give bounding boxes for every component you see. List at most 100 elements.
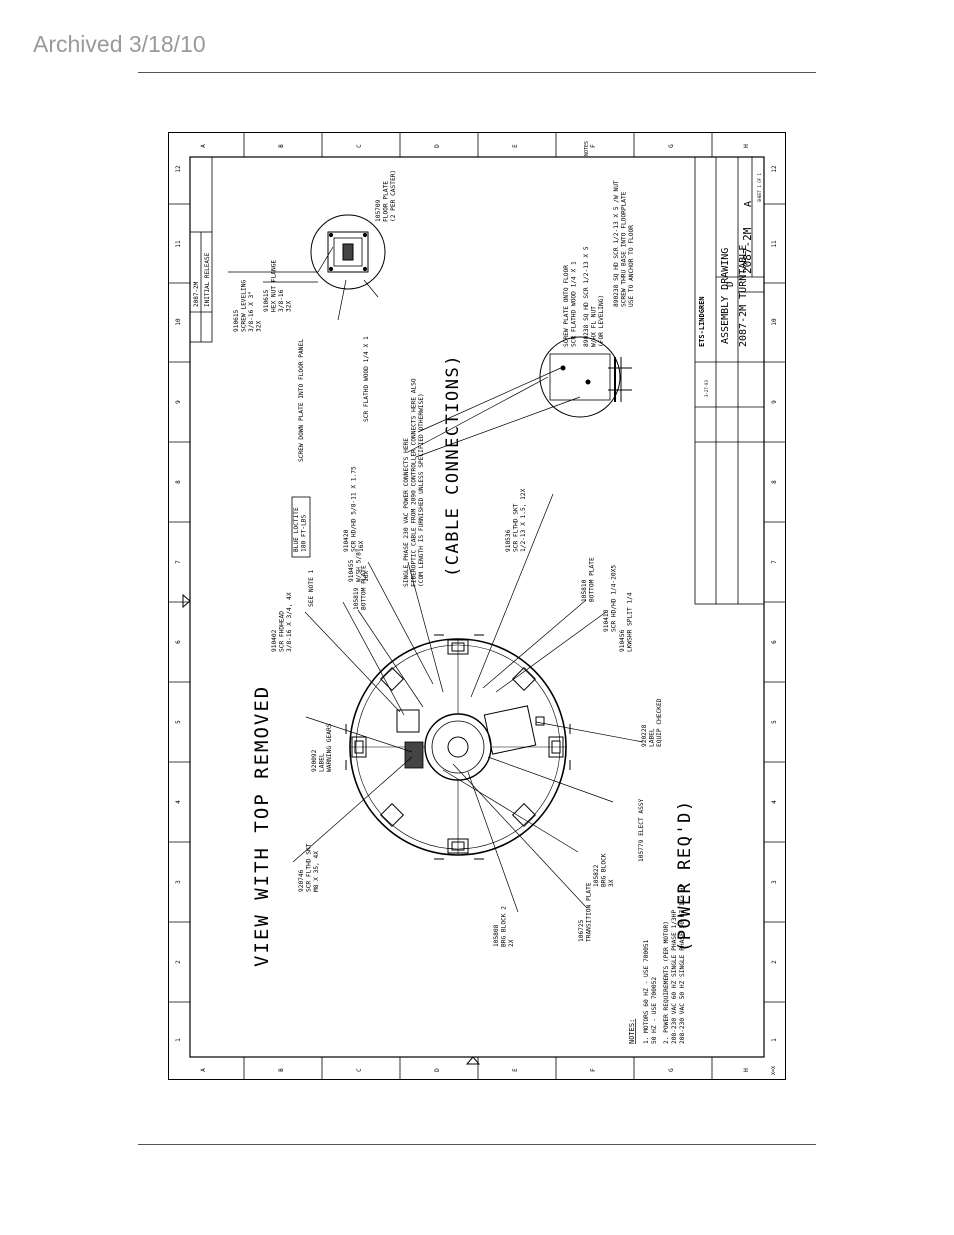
callout-line: 910456 — [619, 629, 626, 652]
floor-plate-detail — [310, 214, 386, 290]
callout-line: 910418 — [603, 609, 610, 632]
callout-line: 105709 — [375, 199, 382, 222]
callout-line: 106725 — [578, 919, 585, 942]
callout-line: TRANSITION PLATE — [586, 882, 593, 942]
title-block-drawing-number: 2087-2M — [741, 227, 754, 274]
zone-number-right: 7 — [771, 560, 778, 564]
zone-number-left: 2 — [175, 960, 182, 964]
zone-number-right: 11 — [771, 240, 778, 248]
callout-line: SCR FHDHEAD — [279, 611, 286, 652]
callout-line: 32X — [286, 301, 293, 312]
zone-number-right: 9 — [771, 400, 778, 404]
zone-letter-bottom: H — [743, 1068, 750, 1072]
anchor-detail — [539, 336, 632, 418]
callout-line: SCR FLTHD SKT — [513, 503, 520, 552]
callout-line: USE TO ANCHOR TO FLOOR — [628, 225, 635, 307]
notes-line: 208-230 VAC 50 HZ SINGLE PHASE 50 HZ 1/3… — [679, 884, 686, 1044]
zone-letter-bottom: E — [512, 1068, 519, 1072]
callout-line: W/SH 5/8" — [356, 548, 363, 582]
callout-line: 910615 — [263, 289, 270, 312]
zone-letter-bottom: C — [356, 1068, 363, 1072]
callout-line: 105808 — [493, 924, 500, 947]
zone-number-right: 10 — [771, 318, 778, 326]
notes-line: 208-230 VAC 60 HZ SINGLE PHASE 1/3HP — [671, 910, 678, 1044]
callout-line: SEE NOTE 1 — [308, 569, 315, 607]
zone-number-right: 3 — [771, 880, 778, 884]
callout-line: (2 PER CASTER) — [390, 170, 397, 222]
callout-line: FIBEROPTIC CABLE FROM 2090 CONTROLLER CO… — [411, 378, 418, 587]
zone-number-left: 9 — [175, 400, 182, 404]
zone-letter-bottom: D — [434, 1068, 441, 1072]
zone-number-left: 6 — [175, 640, 182, 644]
notes-line: 1. MOTORS 60 HZ - USE 700051 — [643, 939, 650, 1044]
view-title-cable-connections: (CABLE CONNECTIONS) — [443, 354, 463, 577]
view-title-power-reqd: (POWER REQ'D) — [675, 799, 695, 952]
zone-letter-bottom: G — [668, 1068, 675, 1072]
scale-mark: X=X — [771, 1066, 777, 1075]
callout-line: 910615 — [233, 309, 240, 332]
title-block-size: D — [726, 282, 736, 287]
callout-line: LABEL — [649, 728, 656, 747]
callout-line: 32X — [256, 321, 263, 332]
callout-line: 3/8-16 X 3/4, 4X — [286, 592, 293, 652]
callout-c9: SINGLE PHASE 230 VAC POWER CONNECTS HERE… — [403, 378, 425, 587]
zone-number-right: 2 — [771, 960, 778, 964]
callout-line: 3X — [608, 879, 615, 887]
zone-number-left: 1 — [175, 1038, 182, 1042]
view-title-top-removed: VIEW WITH TOP REMOVED — [251, 685, 273, 967]
callout-line: SCR FLATHD WOOD 1/4 X 1 — [363, 336, 370, 422]
callout-c3: SCREW DOWN PLATE INTO FLOOR PANEL — [298, 339, 305, 462]
callout-line: (COM LENGTH IS FURNISHED UNLESS SPECIFIE… — [418, 393, 425, 587]
turntable-top-view — [345, 634, 571, 860]
callout-line: 3/8-16 — [278, 289, 285, 312]
title-block — [189, 156, 765, 605]
callout-line: 890238 SQ HD SCR 1/2-13 X 5 /W NUT — [613, 180, 620, 307]
zone-letter-top: F — [590, 144, 597, 148]
center-mark-bottom — [465, 1056, 481, 1065]
title-block-date: 3-27-03 — [704, 380, 709, 397]
callout-line: SINGLE PHASE 230 VAC POWER CONNECTS HERE — [403, 438, 410, 587]
callout-line: SCR FLTHD SKT — [306, 843, 313, 892]
zone-letter-bottom: A — [200, 1068, 207, 1072]
zone-number-left: 8 — [175, 480, 182, 484]
zone-number-right: 8 — [771, 480, 778, 484]
title-block-company: ETS-LINDGREN — [698, 296, 706, 347]
callout-line: W/HX FL NUT — [591, 306, 598, 347]
callout-line: 105819 — [353, 587, 360, 610]
callout-line: SCR HD/HD 1/4-20X5 — [611, 565, 618, 632]
callout-line: 910536 — [505, 529, 512, 552]
title-block-sheet: SHEET 1 OF 1 — [757, 173, 762, 202]
header-divider — [138, 72, 816, 73]
callout-line: 105822 — [593, 864, 600, 887]
title-block-title-line1: ASSEMBLY DRAWING — [720, 248, 731, 344]
callout-line: 910455 — [348, 559, 355, 582]
center-mark-top — [182, 593, 191, 609]
callout-line: BLUE LOCTITE — [293, 507, 300, 552]
archived-date-header: Archived 3/18/10 — [33, 31, 206, 57]
callout-line: 105810 — [581, 579, 588, 602]
zone-letter-top: G — [668, 144, 675, 148]
callout-line: 16X — [358, 541, 365, 552]
notes-block: NOTES:1. MOTORS 60 HZ - USE 700051 50 HZ… — [628, 884, 686, 1044]
zone-number-left: 3 — [175, 880, 182, 884]
zone-letter-top: E — [512, 144, 519, 148]
title-block-revision: A — [743, 201, 754, 207]
callout-line: BRG BLOCK 2 — [501, 906, 508, 947]
title-block-title-line2: 2087-2M TURNTABLE — [738, 245, 749, 347]
zone-letter-top: H — [743, 144, 750, 148]
